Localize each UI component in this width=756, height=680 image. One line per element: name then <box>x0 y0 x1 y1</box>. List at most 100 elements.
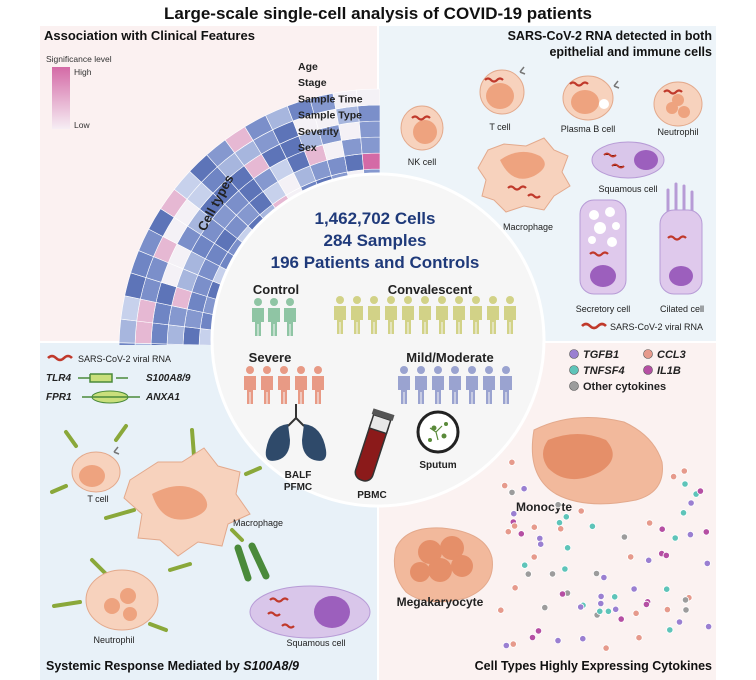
cytokine-legend-tnfsf4: TNFSF4 <box>583 365 625 377</box>
sample-balf-label: BALF <box>285 470 312 481</box>
cytokine-dot <box>508 488 516 496</box>
cytokine-dot <box>509 640 517 648</box>
cytokine-dot <box>675 618 684 626</box>
squamous-cell-drawing <box>591 141 665 179</box>
systemic-title: Systemic Response Mediated by S100A8/9 <box>46 659 299 673</box>
systemic-rna-legend: SARS-CoV-2 viral RNA <box>78 354 171 364</box>
heatmap-cell <box>120 295 141 322</box>
cytokine-dot <box>541 603 549 612</box>
heatmap-cell <box>338 121 362 141</box>
cytokine-legend-dot <box>569 349 579 359</box>
patient-figure <box>470 296 482 334</box>
ligand-s100a89: S100A8/9 <box>146 373 191 384</box>
cytokine-dot <box>596 607 604 615</box>
patient-figure <box>453 296 465 334</box>
cytokine-dot <box>530 553 538 561</box>
cytokine-dot <box>563 544 572 552</box>
ciliated-cell-drawing <box>659 182 703 295</box>
sample-pbmc-label: PBMC <box>357 490 386 501</box>
secretory-cell-drawing <box>579 199 627 295</box>
cytokine-legend-dot <box>569 381 579 391</box>
lung-icon <box>265 404 327 461</box>
cytokine-dot <box>502 641 510 650</box>
group-mild-moderate-label: Mild/Moderate <box>406 350 493 365</box>
center-patients-count: 196 Patients and Controls <box>271 253 480 272</box>
systemic-macrophage-drawing <box>104 428 262 557</box>
patient-figure <box>419 296 431 334</box>
systemic-squamous-cell-drawing <box>234 542 371 639</box>
cytokine-dot <box>510 522 519 530</box>
feature-label-sex: Sex <box>298 142 317 154</box>
patient-figure <box>483 366 495 404</box>
cytokine-dot <box>597 599 605 608</box>
heatmap-cell <box>118 318 138 344</box>
patient-figure <box>252 298 264 336</box>
sars-label-squamous-cell: Squamous cell <box>598 184 657 194</box>
patient-figure <box>398 366 410 404</box>
plasma-b-cell-drawing <box>562 75 620 121</box>
t-cell-drawing <box>479 66 526 115</box>
cytokine-legend-ccl3: CCL3 <box>657 349 686 361</box>
neutrophil-drawing <box>653 81 703 127</box>
heatmap-cell <box>168 305 188 328</box>
macrophage-drawing <box>477 137 571 213</box>
cytokine-dot <box>632 609 640 617</box>
sars-title-line2: epithelial and immune cells <box>549 45 712 59</box>
cytokine-dot <box>511 584 519 592</box>
heatmap-cell <box>358 120 380 139</box>
patient-figure <box>278 366 290 404</box>
systemic-t-cell-drawing <box>50 424 128 494</box>
cytokine-dot <box>612 605 620 613</box>
cytokine-dot <box>600 573 608 582</box>
sars-label-neutrophil: Neutrophil <box>657 127 698 137</box>
legend-high-label: High <box>74 67 92 77</box>
sars-label-macrophage: Macrophage <box>503 222 553 232</box>
cytokine-dot <box>681 596 690 604</box>
cytokine-dot <box>604 607 613 615</box>
patient-figure <box>449 366 461 404</box>
patient-figure <box>261 366 273 404</box>
cytokine-dot <box>554 636 562 645</box>
patient-figure <box>351 296 363 334</box>
heatmap-cell <box>356 88 380 107</box>
heatmap-cell <box>361 152 380 171</box>
patient-figure <box>402 296 414 334</box>
feature-label-sample-type: Sample Type <box>298 110 362 122</box>
cytokine-dot <box>588 522 597 530</box>
cytokine-dot <box>524 570 532 578</box>
group-convalescent-label: Convalescent <box>388 282 473 297</box>
clinical-heatmap <box>118 88 380 345</box>
patient-figure <box>334 296 346 334</box>
heatmap-cell <box>341 137 363 157</box>
patient-figure <box>368 296 380 334</box>
cytokine-dot <box>602 644 610 652</box>
cytokine-dot <box>669 472 678 481</box>
cytokine-dot <box>635 634 643 642</box>
cytokine-label-megakaryocyte: Megakaryocyte <box>397 595 484 609</box>
patient-figure <box>500 366 512 404</box>
megakaryocyte-drawing <box>393 527 493 603</box>
ligand-anxa1: ANXA1 <box>145 392 180 403</box>
cytokine-dot <box>704 622 713 631</box>
center-circle <box>210 172 546 508</box>
cytokine-dot <box>510 510 518 518</box>
sars-panel: SARS-CoV-2 RNA detected in both epitheli… <box>400 29 712 332</box>
cytokine-dot <box>597 592 605 601</box>
cytokine-dot <box>680 467 688 475</box>
cytokine-dot <box>671 534 679 542</box>
heatmap-cell <box>166 324 185 345</box>
cytokine-legend-dot <box>569 365 579 375</box>
systemic-label-squamous-cell: Squamous cell <box>286 638 345 648</box>
sars-label-secretory-cell: Secretory cell <box>576 304 631 314</box>
cytokine-dot <box>679 509 688 517</box>
patient-figure <box>466 366 478 404</box>
heatmap-cell <box>182 326 201 345</box>
cytokine-dot <box>554 501 562 509</box>
significance-legend-title: Significance level <box>46 54 112 64</box>
cytokine-dot <box>663 585 671 593</box>
sars-label-plasma-b-cell: Plasma B cell <box>561 124 616 134</box>
cytokine-dot <box>687 499 695 507</box>
